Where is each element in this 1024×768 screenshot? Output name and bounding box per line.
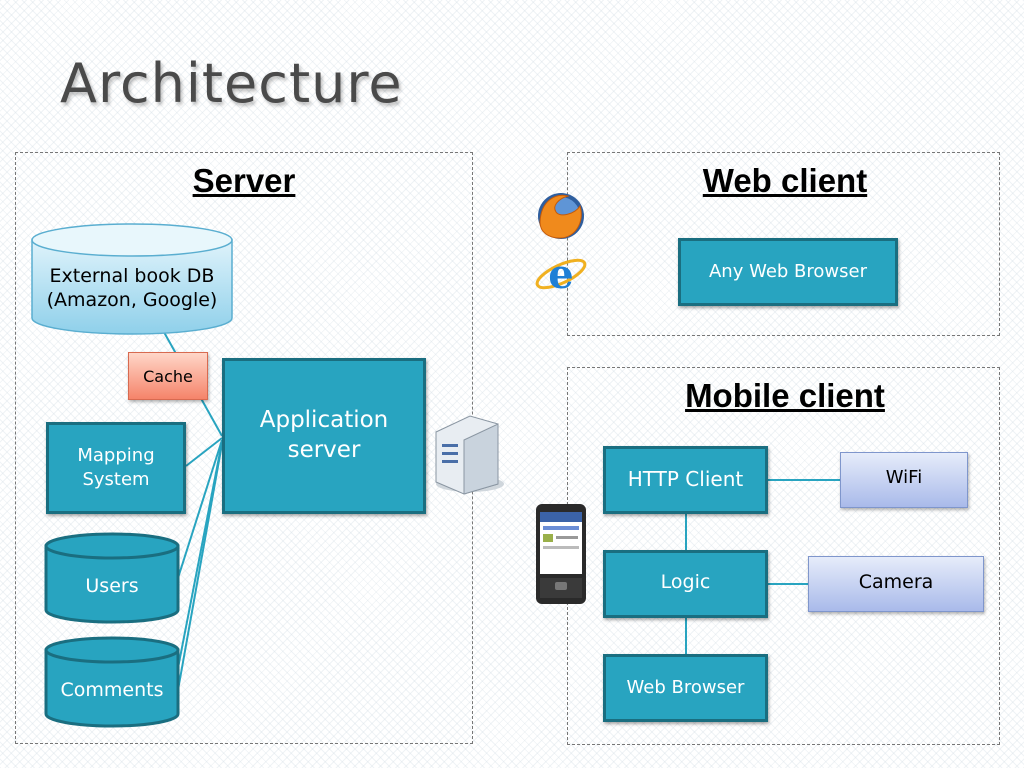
camera-box: Camera [808, 556, 984, 612]
connector-comments-app-2 [177, 443, 223, 691]
users-cylinder [44, 532, 180, 624]
comments-cylinder [44, 636, 180, 728]
mobile-client-heading: Mobile client [685, 377, 885, 414]
svg-text:e: e [548, 251, 573, 298]
application-server-line2: server [287, 437, 361, 463]
comments-label: Comments [60, 679, 164, 701]
external-db-line1: External book DB [49, 265, 215, 287]
mobile-web-browser-box: Web Browser [603, 654, 768, 722]
external-db-label: External book DB (Amazon, Google) [32, 264, 232, 312]
web-client-region [567, 152, 1000, 336]
firefox-icon [538, 193, 584, 239]
http-client-box: HTTP Client [603, 446, 768, 514]
cache-box: Cache [128, 352, 208, 400]
logic-box: Logic [603, 550, 768, 618]
mapping-system-line1: Mapping [77, 445, 155, 466]
mapping-system-box: Mapping System [46, 422, 186, 514]
mapping-system-line2: System [82, 469, 150, 490]
wifi-box: WiFi [840, 452, 968, 508]
any-web-browser-box: Any Web Browser [678, 238, 898, 306]
web-client-heading: Web client [702, 162, 868, 199]
connector-users-app [177, 439, 223, 579]
application-server-line1: Application [259, 407, 389, 433]
page-title: Architecture [60, 52, 403, 115]
users-label: Users [85, 575, 139, 597]
smartphone-icon [536, 504, 586, 604]
server-heading: Server [192, 162, 296, 199]
external-db-line2: (Amazon, Google) [46, 289, 218, 311]
internet-explorer-icon: e [535, 251, 587, 298]
server-tower-icon [435, 415, 504, 495]
connector-mapping-app [185, 437, 223, 467]
application-server-box: Application server [222, 358, 426, 514]
external-db-cylinder [31, 223, 233, 335]
